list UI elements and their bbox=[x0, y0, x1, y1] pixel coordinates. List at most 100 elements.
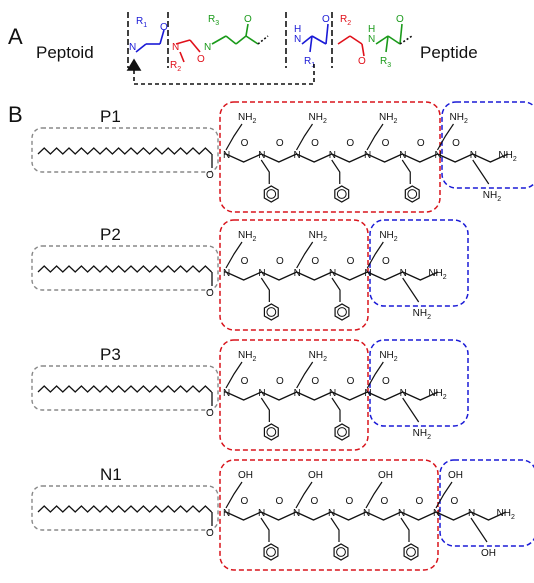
aromatic-circle bbox=[406, 547, 416, 557]
amide-o: O bbox=[381, 496, 389, 507]
side-chain-down bbox=[472, 159, 490, 185]
cationic-box bbox=[439, 459, 534, 547]
phenethyl-linker bbox=[401, 159, 411, 184]
peptide-o1: O bbox=[322, 14, 330, 25]
backbone-n: N bbox=[329, 388, 336, 399]
terminal-nh2: NH2 bbox=[428, 388, 446, 401]
amide-o: O bbox=[452, 138, 460, 149]
carbonyl-o: O bbox=[206, 170, 214, 181]
peptoid-o3: O bbox=[244, 14, 252, 25]
phenyl-ring bbox=[263, 543, 279, 561]
phenyl-ring bbox=[263, 303, 279, 321]
amide-o: O bbox=[417, 138, 425, 149]
molecule-name: P2 bbox=[100, 225, 121, 244]
phenyl-ring bbox=[404, 185, 420, 203]
amine-nh2: NH2 bbox=[379, 230, 397, 243]
peptide-r3: R3 bbox=[380, 56, 391, 69]
aromatic-circle bbox=[337, 427, 347, 437]
peptide-h1: H bbox=[294, 24, 301, 35]
alkyl-chain bbox=[37, 147, 213, 155]
lipid-box bbox=[31, 245, 219, 291]
aromatic-circle bbox=[266, 547, 276, 557]
side-chain bbox=[225, 241, 243, 269]
aromatic-circle bbox=[336, 189, 347, 199]
side-chain bbox=[295, 481, 313, 509]
carboxyl-oh: OH bbox=[378, 470, 393, 481]
amide-o: O bbox=[276, 376, 284, 387]
molecule-name: P1 bbox=[100, 107, 121, 126]
peptoid-n3: N bbox=[204, 42, 211, 53]
backbone-n: N bbox=[258, 268, 265, 279]
amide-o: O bbox=[241, 256, 249, 267]
alkyl-chain bbox=[37, 265, 213, 273]
peptide-o3: O bbox=[396, 14, 404, 25]
molecule-layer: P1ONNH2ONONNH2ONONNH2ONONNH2ONNH2NH2P2ON… bbox=[31, 101, 534, 571]
side-chain bbox=[296, 361, 314, 389]
backbone-n: N bbox=[364, 388, 371, 399]
peptoid-n1: N bbox=[129, 42, 136, 53]
backbone-n: N bbox=[364, 150, 371, 161]
amide-o: O bbox=[347, 256, 355, 267]
phenyl-ring bbox=[334, 423, 350, 441]
terminal-nh2: NH2 bbox=[498, 150, 516, 163]
amine-nh2: NH2 bbox=[309, 112, 327, 125]
phenyl-ring bbox=[334, 185, 350, 203]
backbone-n: N bbox=[400, 268, 407, 279]
peptide-backbone bbox=[285, 12, 413, 68]
side-chain bbox=[436, 123, 454, 151]
aromatic-circle bbox=[266, 427, 277, 437]
aromatic-circle bbox=[337, 307, 347, 317]
amine-nh2: NH2 bbox=[309, 230, 327, 243]
aromatic-circle bbox=[336, 547, 346, 557]
phenethyl-linker bbox=[400, 517, 410, 542]
side-chain bbox=[366, 241, 384, 269]
amide-o: O bbox=[241, 496, 249, 507]
backbone-n: N bbox=[223, 388, 230, 399]
peptoid-r1: R1 bbox=[136, 16, 147, 29]
carboxyl-oh: OH bbox=[448, 470, 463, 481]
phenyl-ring bbox=[334, 303, 350, 321]
carboxyl-oh: OH bbox=[308, 470, 323, 481]
backbone-n: N bbox=[400, 388, 407, 399]
amide-o: O bbox=[276, 256, 284, 267]
backbone-n: N bbox=[294, 388, 301, 399]
backbone-n: N bbox=[329, 150, 336, 161]
peptide-h3: H bbox=[368, 24, 375, 35]
backbone-n: N bbox=[433, 508, 440, 519]
alkyl-chain bbox=[37, 385, 213, 393]
phenyl-ring bbox=[333, 543, 349, 561]
amide-o: O bbox=[382, 376, 390, 387]
backbone-n: N bbox=[294, 268, 301, 279]
hydrophobic-box bbox=[219, 459, 439, 571]
amide-o: O bbox=[276, 138, 284, 149]
backbone-n: N bbox=[258, 508, 265, 519]
side-chain-down bbox=[402, 397, 420, 423]
backbone-n: N bbox=[398, 508, 405, 519]
amide-o: O bbox=[382, 256, 390, 267]
amide-o: O bbox=[311, 496, 319, 507]
side-chain bbox=[296, 241, 314, 269]
molecule-name: N1 bbox=[100, 465, 122, 484]
amine-nh2: NH2 bbox=[238, 350, 256, 363]
backbone-n: N bbox=[258, 388, 265, 399]
carboxyl-oh: OH bbox=[238, 470, 253, 481]
amide-o: O bbox=[451, 496, 459, 507]
phenyl-ring bbox=[403, 543, 419, 561]
phenethyl-linker bbox=[330, 517, 340, 542]
lipid-box bbox=[31, 127, 219, 173]
backbone-n: N bbox=[294, 150, 301, 161]
backbone-n: N bbox=[399, 150, 406, 161]
peptoid-r3: R3 bbox=[208, 14, 219, 27]
peptoid-o2: O bbox=[197, 54, 205, 65]
side-chain bbox=[295, 123, 313, 151]
amine-nh2: NH2 bbox=[379, 350, 397, 363]
backbone-n: N bbox=[329, 268, 336, 279]
peptide-label: Peptide bbox=[420, 43, 478, 62]
amide-o: O bbox=[416, 496, 424, 507]
side-chain-down bbox=[402, 277, 420, 303]
amine-nh2: NH2 bbox=[379, 112, 397, 125]
panel-a-letter: A bbox=[8, 24, 23, 49]
amine-nh2-down: NH2 bbox=[413, 428, 431, 441]
phenethyl-linker bbox=[260, 397, 270, 422]
